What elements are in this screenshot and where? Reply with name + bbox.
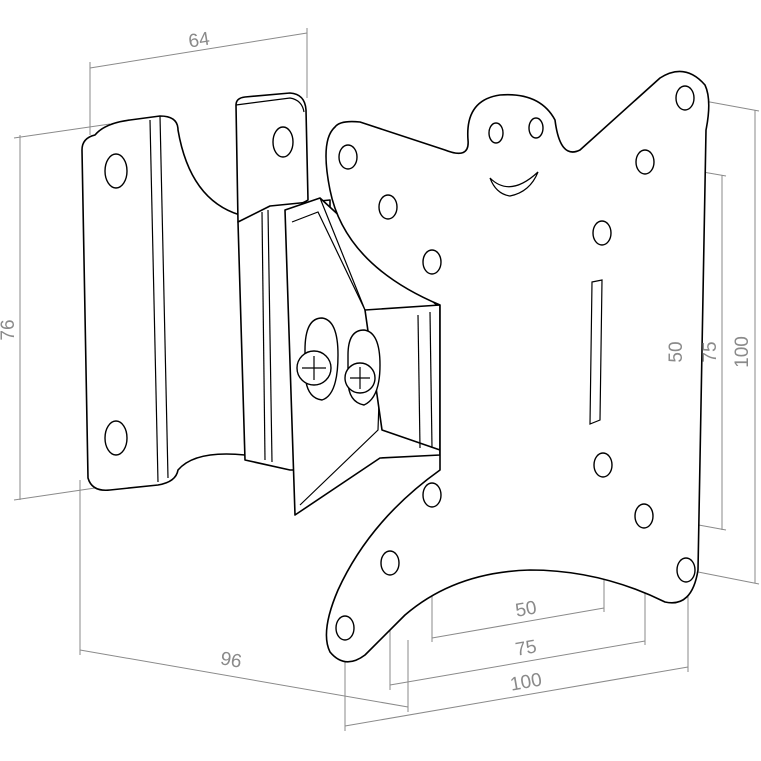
screw-right [344,362,376,394]
dim-height-left: 76 [0,319,19,340]
dim-width-bottom: 96 [219,648,243,672]
dim-horizontal-outer: 100 [509,669,544,695]
dim-vertical-inner: 50 [666,341,687,362]
dim-horizontal-middle: 75 [514,636,538,660]
wall-plate [81,115,246,492]
dim-width-top: 64 [187,28,212,52]
vesa-plate [325,70,710,663]
vesa-hole-top-left [488,122,504,144]
dim-vertical-middle: 75 [700,341,721,362]
dim-horizontal-inner: 50 [514,597,538,621]
vesa-hole-top-right [528,117,544,139]
dim-vertical-outer: 100 [732,336,753,368]
screw-left [296,350,332,386]
